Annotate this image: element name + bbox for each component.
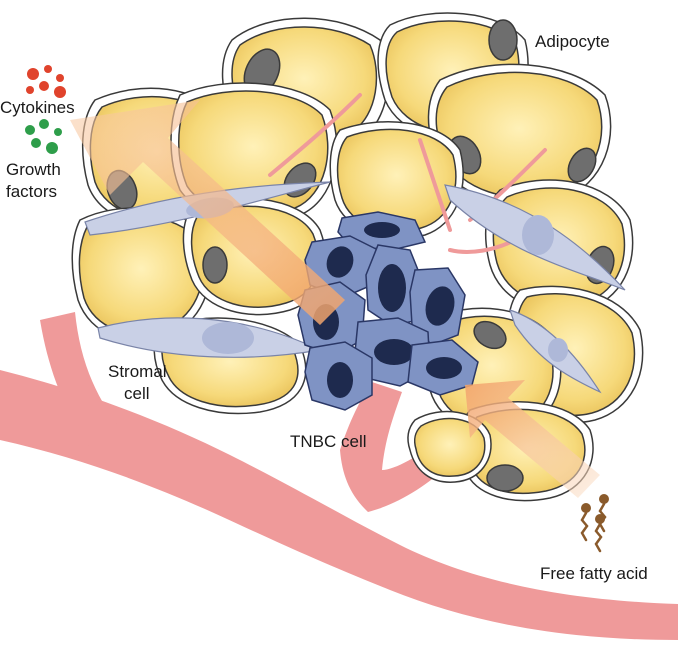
- label-stromal-cell-line1: Stromal: [108, 362, 167, 381]
- tnbc-cell: [407, 339, 479, 396]
- label-adipocyte: Adipocyte: [535, 32, 610, 51]
- cytokine-icon: [26, 65, 66, 98]
- adipocyte-cell: [71, 207, 212, 342]
- stromal-cell: [444, 184, 626, 291]
- uptake-arrow: [465, 380, 600, 498]
- secretion-arrow: [70, 100, 345, 325]
- stromal-cells: [84, 181, 626, 394]
- adipocyte-cell: [427, 63, 612, 206]
- stromal-cell: [97, 317, 322, 358]
- label-cytokines: Cytokines: [0, 98, 75, 117]
- tnbc-cell: [304, 341, 373, 411]
- blood-vessel: [0, 312, 678, 640]
- label-free-fatty-acid: Free fatty acid: [540, 564, 648, 583]
- growth-factor-icon: [25, 119, 62, 154]
- fatty-acid-icon: [580, 494, 609, 553]
- tnbc-cell: [409, 267, 466, 346]
- stromal-cell: [509, 309, 602, 394]
- label-stromal-cell-line2: cell: [124, 384, 150, 403]
- label-growth-factors-line2: factors: [6, 182, 58, 201]
- label-growth-factors-line1: Growth: [6, 160, 61, 179]
- label-tnbc-cell: TNBC cell: [290, 432, 367, 451]
- tnbc-cell: [365, 244, 423, 327]
